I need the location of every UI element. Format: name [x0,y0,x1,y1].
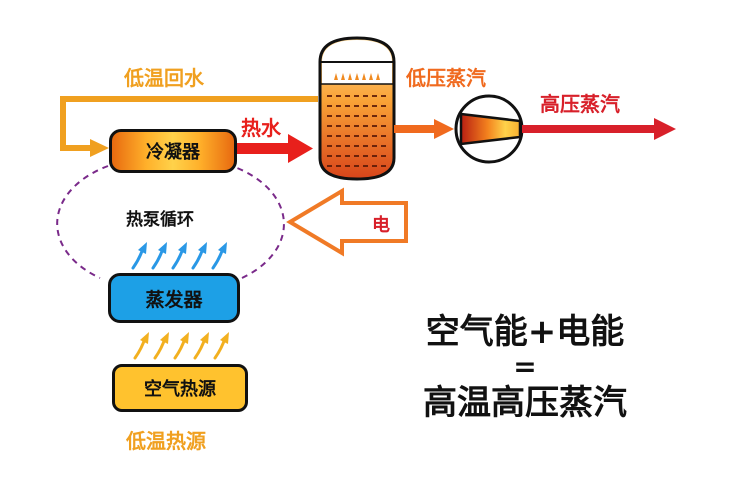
low-pressure-steam-arrowhead [434,119,454,139]
compressor [454,94,524,164]
condenser-box: 冷凝器 [109,129,237,173]
hot-water-arrowhead [288,134,313,163]
hot-water-arrow-shaft [234,143,290,154]
low-pressure-steam-arrow-shaft [394,125,436,133]
equation-block: 空气能+电能 = 高温高压蒸汽 [380,312,670,424]
high-pressure-steam-arrow-shaft [522,125,656,133]
low-temp-heat-source-label: 低温热源 [126,429,206,453]
electricity-arrow [286,187,408,257]
rising-heat-arrows-blue [131,246,225,270]
equation-line-3: 高温高压蒸汽 [423,383,627,423]
high-pressure-steam-arrowhead [654,118,676,140]
return-water-arrowhead [90,139,109,157]
hot-water-label: 热水 [241,116,281,140]
air-heat-source-label: 空气热源 [144,379,216,400]
high-pressure-steam-label: 高压蒸汽 [540,92,620,116]
condenser-label: 冷凝器 [146,142,200,163]
evaporator-box: 蒸发器 [108,273,240,323]
return-water-pipe [60,96,318,151]
air-heat-source-box: 空气热源 [112,364,248,412]
equation-equals: = [513,350,537,383]
heat-pump-cycle-label: 热泵循环 [126,210,194,230]
evaporator-label: 蒸发器 [145,288,203,311]
heat-pump-cycle-dashed-loop [56,165,285,279]
low-temp-return-water-label: 低温回水 [124,66,204,90]
equation-line-1: 空气能+电能 [425,312,625,352]
electricity-label: 电 [372,215,390,236]
low-pressure-steam-label: 低压蒸汽 [406,66,486,90]
steam-tank [318,36,396,181]
rising-heat-arrows-yellow [133,336,227,360]
